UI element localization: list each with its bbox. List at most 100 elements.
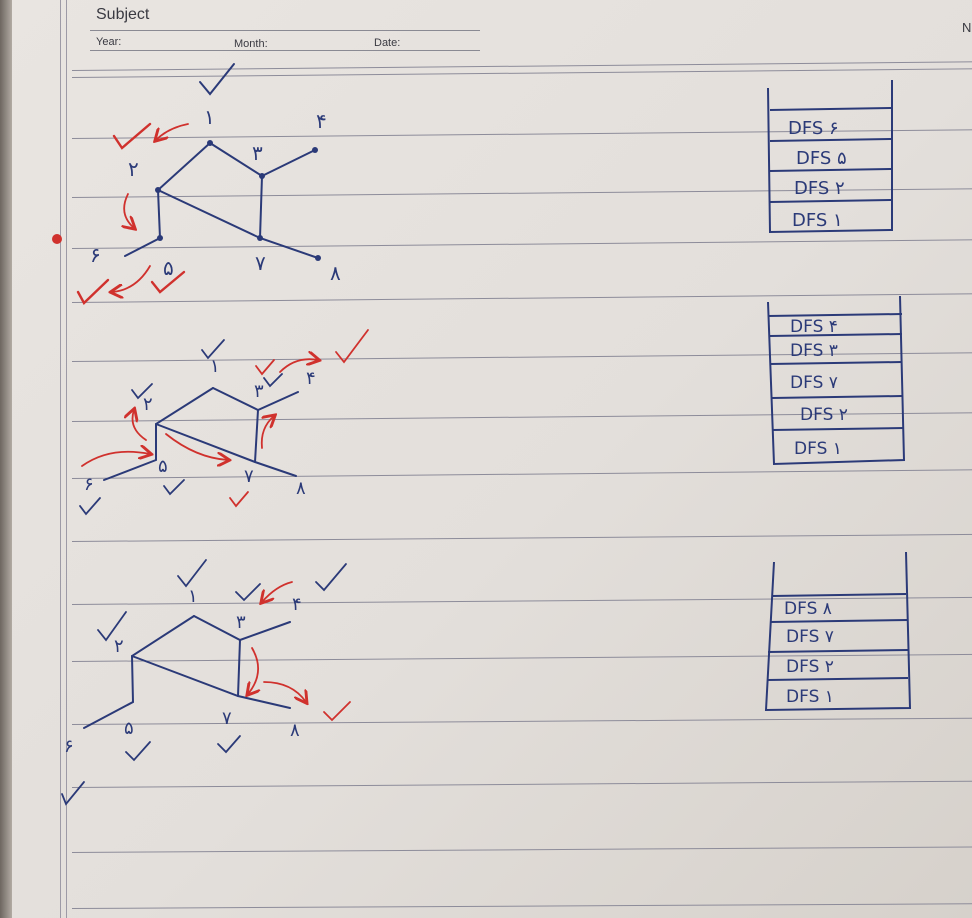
checkmark-icon	[199, 63, 235, 96]
node-label: ۴	[292, 594, 302, 615]
blue-checkmarks-1	[199, 63, 235, 96]
subject-label: Subject	[96, 6, 150, 23]
date-underline	[90, 50, 480, 51]
arrow-icon	[81, 452, 150, 467]
checkmark-icon	[315, 563, 347, 592]
stack-entry: DFS ۳	[790, 341, 838, 361]
node-label: ۱	[188, 586, 198, 607]
red-checkmarks-2	[229, 329, 369, 508]
month-label: Month:	[234, 38, 268, 50]
blue-checkmarks-3	[61, 559, 347, 806]
node-label: ۷	[255, 251, 266, 275]
stack-entry: DFS ۴	[790, 317, 838, 337]
arrow-icon	[263, 681, 306, 702]
checkmark-icon	[263, 373, 283, 388]
stack-entries-3: DFS ۸ DFS ۷ DFS ۲ DFS ۱	[784, 599, 834, 707]
checkmark-icon	[335, 329, 369, 364]
checkmark-icon	[112, 122, 152, 150]
node-label: ۳	[236, 612, 246, 633]
graph-diagram-3	[83, 615, 291, 729]
node-label: ۳	[252, 141, 263, 165]
checkmark-icon	[79, 497, 101, 516]
graph-edge	[103, 387, 214, 481]
node-label: ۵	[163, 256, 174, 280]
graph-diagram-1	[124, 142, 319, 259]
arrow-icon	[248, 647, 258, 694]
checkmark-icon	[163, 479, 185, 496]
graph-edge	[254, 409, 259, 463]
graph-edge	[157, 189, 319, 259]
checkmark-icon	[229, 491, 249, 508]
checkmark-icon	[201, 339, 225, 360]
stack-entry: DFS ۵	[796, 148, 847, 169]
red-margin-dot	[52, 234, 62, 244]
checkmark-icon	[97, 611, 127, 642]
arrow-icon	[260, 416, 274, 449]
graph-edge	[131, 655, 291, 709]
checkmark-icon	[235, 583, 261, 602]
node-label: ۶	[90, 243, 101, 267]
graph-edge	[83, 615, 195, 729]
stack-box-2	[767, 295, 906, 466]
graph-edge	[237, 639, 241, 697]
checkmark-icon	[125, 741, 151, 762]
arrow-icon	[262, 581, 293, 602]
red-arrows-3	[248, 581, 306, 702]
red-arrows-2	[81, 359, 318, 467]
checkmark-icon	[177, 559, 207, 588]
stack-box-3	[764, 551, 912, 712]
graph-edge	[124, 142, 211, 257]
node-label: ۷	[222, 708, 232, 729]
red-checkmarks-1	[76, 122, 186, 305]
checkmark-icon	[255, 359, 275, 376]
node-label: ۸	[330, 261, 341, 285]
arrow-icon	[165, 433, 228, 460]
stack-entry: DFS ۷	[786, 627, 834, 647]
node-label: ۵	[158, 456, 168, 477]
stack-entry: DFS ۱	[794, 439, 842, 459]
graph-diagram-2	[103, 387, 299, 481]
stack-entry: DFS ۱	[792, 210, 843, 231]
red-checkmarks-3	[323, 701, 351, 722]
year-label: Year:	[96, 36, 122, 48]
node-labels-2: ۱ ۲ ۳ ۴ ۵ ۶ ۷ ۸	[84, 356, 316, 499]
corner-letter: N	[962, 20, 972, 35]
stack-entry: DFS ۸	[784, 599, 832, 619]
checkmark-icon	[217, 735, 241, 754]
checkmark-icon	[150, 270, 186, 294]
notebook-edge	[0, 0, 14, 918]
checkmark-icon	[323, 701, 351, 722]
stack-box-1	[767, 80, 893, 234]
node-label: ۶	[64, 736, 74, 757]
checkmark-icon	[76, 278, 110, 305]
stack-entry: DFS ۱	[786, 687, 834, 707]
margin-line-right	[66, 0, 67, 918]
node-label: ۴	[306, 368, 316, 389]
checkmark-icon	[131, 383, 153, 400]
node-label: ۷	[244, 466, 254, 487]
node-label: ۱	[210, 356, 220, 377]
node-label: ۵	[124, 718, 134, 739]
stack-entries-2: DFS ۴ DFS ۳ DFS ۷ DFS ۲ DFS ۱	[790, 317, 848, 459]
stack-entry: DFS ۶	[788, 118, 839, 139]
notebook-page: Subject Year: Month: Date: N	[12, 0, 972, 918]
stack-entry: DFS ۷	[790, 373, 838, 393]
node-label: ۸	[290, 720, 300, 741]
node-label: ۱	[204, 105, 215, 129]
graph-nodes-1	[155, 140, 321, 261]
stack-entry: DFS ۲	[794, 178, 845, 199]
stack-entry: DFS ۲	[800, 405, 848, 425]
node-label: ۲	[114, 636, 124, 657]
node-label: ۴	[316, 109, 327, 133]
node-label: ۳	[254, 381, 264, 402]
arrow-icon	[112, 265, 151, 292]
arrow-icon	[133, 410, 147, 441]
node-labels-1: ۱ ۲ ۳ ۴ ۵ ۶ ۷ ۸	[90, 105, 341, 285]
arrow-icon	[124, 193, 134, 228]
red-arrows-1	[112, 123, 189, 292]
node-label: ۸	[296, 478, 306, 499]
node-label: ۶	[84, 474, 94, 495]
subject-underline	[90, 30, 480, 31]
node-labels-3: ۱ ۲ ۳ ۴ ۵ ۶ ۷ ۸	[64, 586, 302, 757]
